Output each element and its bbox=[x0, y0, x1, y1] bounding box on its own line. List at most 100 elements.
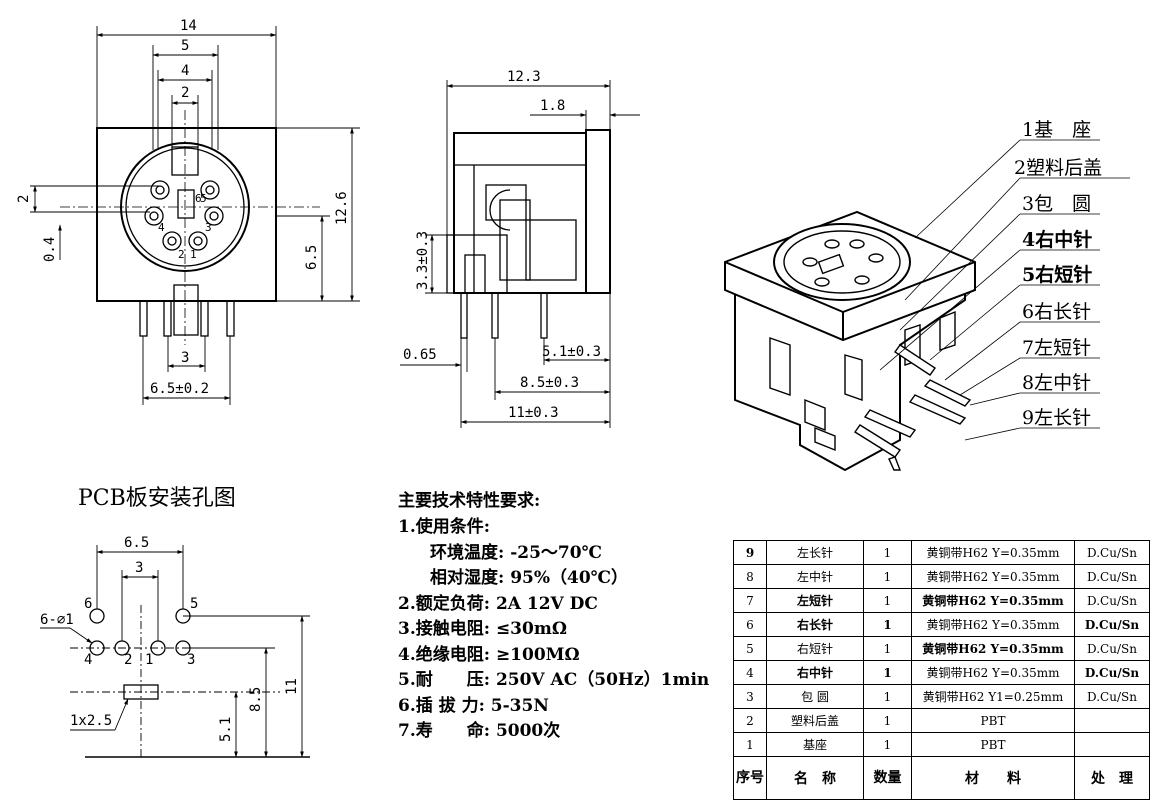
req-line-9: 7.寿 命: 5000次 bbox=[398, 721, 561, 741]
req-line-5: 3.接触电阻: ≤30mΩ bbox=[398, 619, 567, 639]
req-line-7: 5.耐 压: 250V AC（50Hz）1min bbox=[398, 670, 710, 690]
dim-height: 12.6 bbox=[334, 191, 350, 225]
pcb-dim-85: 8.5 bbox=[248, 687, 264, 712]
bom-qty: 1 bbox=[863, 660, 912, 685]
pcb-hole-3: 3 bbox=[187, 652, 195, 668]
pin-label-1: 1 bbox=[190, 248, 197, 261]
callout-6: 6右长针 bbox=[1022, 301, 1091, 323]
bom-qty: 1 bbox=[863, 564, 912, 589]
pcb-dim-51: 5.1 bbox=[218, 717, 234, 742]
req-line-2: 环境温度: -25～70℃ bbox=[430, 542, 602, 563]
bom-name: 塑料后盖 bbox=[766, 708, 864, 733]
req-line-4: 2.额定负荷: 2A 12V DC bbox=[398, 593, 598, 614]
callout-3: 3包 圆 bbox=[1022, 193, 1091, 215]
front-view-labels: 14 5 4 2 2 0.4 6.5 12.6 3 6.5±0.2 6 5 4 … bbox=[16, 18, 350, 397]
bom-no: 7 bbox=[733, 588, 767, 613]
header-no: 序号 bbox=[733, 756, 767, 800]
dim-51: 5.1±0.3 bbox=[542, 344, 601, 360]
side-view bbox=[400, 80, 640, 428]
header-finish: 处 理 bbox=[1074, 756, 1150, 800]
req-line-8: 6.插 拔 力: 5-35N bbox=[398, 695, 549, 716]
pcb-hole-6: 6 bbox=[84, 596, 92, 612]
pcb-slot: 1x2.5 bbox=[70, 713, 112, 729]
req-line-3: 相对湿度: 95%（40℃） bbox=[430, 568, 629, 588]
bom-no: 3 bbox=[733, 684, 767, 709]
isometric-view bbox=[724, 210, 976, 472]
callout-5: 5右短针 bbox=[1022, 263, 1092, 286]
callout-7: 7左短针 bbox=[1022, 337, 1091, 359]
pcb-dim-65: 6.5 bbox=[124, 535, 149, 551]
callout-2: 2塑料后盖 bbox=[1014, 157, 1102, 179]
bom-material: 黄铜带H62 Y1=0.25mm bbox=[911, 684, 1075, 709]
bom-no: 1 bbox=[733, 732, 767, 757]
bom-finish: D.Cu/Sn bbox=[1074, 588, 1150, 613]
pin-holes bbox=[144, 180, 224, 251]
dim-33: 3.3±0.3 bbox=[415, 231, 431, 290]
pcb-hole-5: 5 bbox=[190, 596, 198, 612]
pcb-holes: 6-⌀1 bbox=[40, 612, 74, 628]
dim-pin-span: 6.5±0.2 bbox=[150, 381, 209, 397]
header-material: 材 料 bbox=[911, 756, 1075, 800]
bom-material: 黄铜带H62 Y=0.35mm bbox=[911, 612, 1075, 637]
pin-label-3: 3 bbox=[205, 221, 212, 234]
bom-finish: D.Cu/Sn bbox=[1074, 636, 1150, 661]
dim-w4: 4 bbox=[181, 63, 189, 79]
bom-finish: D.Cu/Sn bbox=[1074, 684, 1150, 709]
pcb-hole-1: 1 bbox=[145, 652, 153, 668]
dim-width: 14 bbox=[180, 18, 197, 34]
bom-qty: 1 bbox=[863, 636, 912, 661]
callout-8: 8左中针 bbox=[1022, 372, 1091, 394]
pcb-dim-3: 3 bbox=[135, 560, 143, 576]
bom-qty: 1 bbox=[863, 612, 912, 637]
req-line-1: 1.使用条件: bbox=[398, 517, 491, 537]
bom-finish bbox=[1074, 708, 1150, 733]
pcb-layout bbox=[40, 545, 310, 760]
bom-no: 6 bbox=[733, 612, 767, 637]
bom-finish: D.Cu/Sn bbox=[1074, 612, 1150, 637]
bom-name: 左长针 bbox=[766, 540, 864, 565]
dim-left-04: 0.4 bbox=[42, 237, 58, 262]
bom-no: 2 bbox=[733, 708, 767, 733]
bom-qty: 1 bbox=[863, 540, 912, 565]
bom-qty: 1 bbox=[863, 684, 912, 709]
header-qty: 数量 bbox=[863, 756, 912, 800]
bom-name: 右长针 bbox=[766, 612, 864, 637]
bom-qty: 1 bbox=[863, 708, 912, 733]
technical-requirements: 主要技术特性要求: 1.使用条件: 环境温度: -25～70℃ 相对湿度: 95… bbox=[398, 486, 728, 745]
dim-065: 0.65 bbox=[403, 347, 437, 363]
bom-material: 黄铜带H62 Y=0.35mm bbox=[911, 540, 1075, 565]
bom-name: 右短针 bbox=[766, 636, 864, 661]
bom-qty: 1 bbox=[863, 732, 912, 757]
bom-name: 左中针 bbox=[766, 564, 864, 589]
bom-name: 基座 bbox=[766, 732, 864, 757]
bom-no: 8 bbox=[733, 564, 767, 589]
dim-pin-pitch: 3 bbox=[181, 350, 189, 366]
bom-finish: D.Cu/Sn bbox=[1074, 564, 1150, 589]
iso-pins bbox=[853, 344, 972, 471]
callout-1: 1基 座 bbox=[1022, 119, 1091, 141]
bom-no: 4 bbox=[733, 660, 767, 685]
bom-no: 5 bbox=[733, 636, 767, 661]
dim-depth: 12.3 bbox=[507, 69, 541, 85]
bom-material: 黄铜带H62 Y=0.35mm bbox=[911, 588, 1075, 613]
pcb-dim-11: 11 bbox=[284, 678, 300, 695]
pin-label-6: 6 bbox=[195, 192, 202, 205]
pin-label-5: 5 bbox=[200, 192, 207, 205]
req-line-6: 4.绝缘电阻: ≥100MΩ bbox=[398, 644, 580, 665]
callout-9: 9左长针 bbox=[1022, 407, 1091, 429]
bom-name: 包 圆 bbox=[766, 684, 864, 709]
requirements-heading: 主要技术特性要求: bbox=[398, 491, 541, 511]
bom-name: 左短针 bbox=[766, 588, 864, 613]
bom-material: 黄铜带H62 Y=0.35mm bbox=[911, 660, 1075, 685]
callout-4: 4右中针 bbox=[1022, 228, 1092, 251]
